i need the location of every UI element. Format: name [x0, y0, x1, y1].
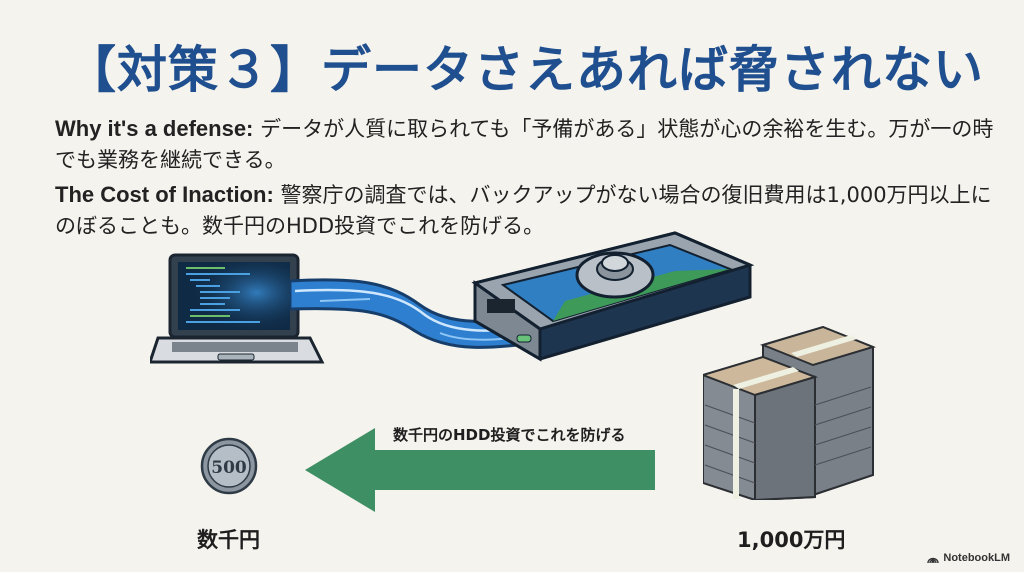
point-why-defense: Why it's a defense: データが人質に取られても「予備がある」状…: [55, 113, 995, 176]
notebooklm-logo-icon: [927, 557, 940, 563]
arrow-caption: 数千円のHDD投資でこれを防げる: [393, 426, 626, 444]
right-label: 1,000万円: [737, 528, 846, 552]
hard-drive-safe-icon: [471, 231, 755, 362]
point-text: データが人質に取られても「予備がある」状態が心の余裕を生む。万が一の時でも業務を…: [55, 117, 994, 172]
coin-value: 500: [211, 458, 247, 478]
data-stream-icon: [290, 278, 550, 349]
brand-watermark: NotebookLM: [927, 552, 1010, 564]
point-label: The Cost of Inaction:: [55, 182, 274, 207]
slide-title: 【対策３】データさえあれば脅されない: [66, 41, 984, 99]
left-arrow-icon: [305, 428, 655, 512]
brand-name: NotebookLM: [943, 552, 1010, 564]
laptop-icon: [150, 253, 325, 364]
500-yen-coin-icon: 500: [200, 437, 258, 495]
left-label: 数千円: [197, 528, 260, 552]
point-cost-of-inaction: The Cost of Inaction: 警察庁の調査では、バックアップがない…: [55, 179, 995, 242]
point-text: 警察庁の調査では、バックアップがない場合の復旧費用は1,000万円以上にのぼるこ…: [55, 183, 992, 238]
cash-stack-icon: [703, 325, 877, 500]
point-label: Why it's a defense:: [55, 116, 254, 141]
